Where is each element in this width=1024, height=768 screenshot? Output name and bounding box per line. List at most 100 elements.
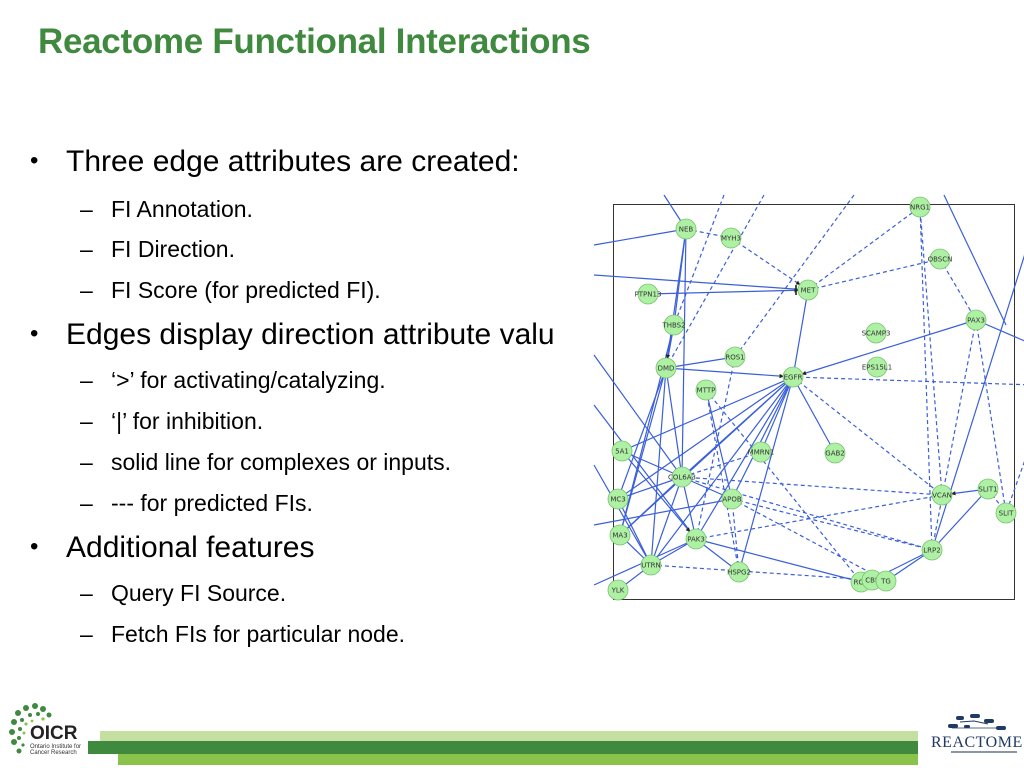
offscreen-edge[interactable] [665,194,765,369]
node-circle[interactable] [909,196,931,218]
edge-ptpn13-met[interactable] [647,289,809,295]
node-circle[interactable] [965,309,987,331]
edge-col6a-l5a1[interactable] [621,450,683,478]
node-circle[interactable] [663,314,685,336]
node-circle[interactable] [995,502,1017,524]
node-circle[interactable] [750,441,772,463]
node-ros1a[interactable]: ROS1 [724,346,746,368]
node-lrp2[interactable]: LRP2 [921,539,943,561]
node-circle[interactable] [977,478,999,500]
edge-egfr-pak3[interactable] [695,376,794,540]
node-hspg2[interactable]: HSPG2 [727,561,751,583]
predicted-edge-apob-lrp2[interactable] [731,498,933,551]
edge-egfr-l5a1[interactable] [621,376,794,452]
node-circle[interactable] [607,488,629,510]
node-gab2[interactable]: GAB2 [824,442,846,464]
node-mc3[interactable]: MC3 [607,488,629,510]
node-circle[interactable] [611,440,633,462]
offscreen-edge[interactable] [593,404,697,540]
node-slit1[interactable]: SLIT1 [977,478,999,500]
offscreen-edge[interactable] [792,376,1024,386]
node-met[interactable]: MET [797,279,819,301]
node-obscn[interactable]: OBSCN [928,248,953,270]
node-l5a1[interactable]: 5A1 [611,440,633,462]
node-circle[interactable] [721,488,743,510]
edge-egfr-utrn[interactable] [650,376,794,566]
node-circle[interactable] [921,539,943,561]
node-circle[interactable] [640,554,662,576]
node-circle[interactable] [865,322,887,344]
edge-egfr-gab2[interactable] [792,376,836,454]
edge-mttp-apob[interactable] [705,389,733,500]
node-ma3[interactable]: MA3 [609,524,631,546]
offscreen-edge[interactable] [734,194,855,358]
node-nrg1[interactable]: NRG1 [909,196,931,218]
predicted-edge-met-obscn[interactable] [807,258,941,291]
node-circle[interactable] [824,442,846,464]
predicted-edge-pax3-slit[interactable] [975,319,1007,514]
node-circle[interactable] [695,379,717,401]
node-circle[interactable] [675,218,697,240]
node-col6a[interactable]: COL6A3 [668,466,696,488]
node-pak3[interactable]: PAK3 [685,528,707,550]
predicted-edge-met-nrg1[interactable] [807,206,921,291]
offscreen-edge[interactable] [943,194,1007,326]
edge-l5a1-pak3[interactable] [621,450,697,540]
node-slit[interactable]: SLIT [995,502,1017,524]
node-circle[interactable] [671,466,693,488]
edge-col6a-mc3[interactable] [617,476,683,500]
offscreen-edge[interactable] [975,319,1024,345]
edge-col6a-utrn[interactable] [650,476,683,566]
offscreen-edge[interactable] [673,194,725,326]
edge-egfr-mc3[interactable] [617,376,794,500]
edge-ros1a-dmd[interactable] [665,356,736,369]
node-circle[interactable] [929,248,951,270]
offscreen-edge[interactable] [593,228,687,246]
edge-dmd-egfr[interactable] [665,367,794,378]
node-circle[interactable] [637,283,659,305]
node-mmrn1[interactable]: MMRN1 [748,441,775,463]
node-myh3[interactable]: MYH3 [720,227,742,249]
offscreen-edge[interactable] [593,498,733,526]
node-circle[interactable] [720,227,742,249]
predicted-edge-col6a-vcan[interactable] [681,476,943,496]
edge-neb-col6a[interactable] [681,228,687,478]
node-ylk[interactable]: YLK [607,579,629,601]
node-circle[interactable] [728,561,750,583]
offscreen-edge[interactable] [593,464,652,566]
edge-pak3-ros1b[interactable] [695,538,862,583]
predicted-edge-vcan-nrg1[interactable] [919,206,943,496]
node-ptpn13[interactable]: PTPN13 [635,283,662,305]
node-eps15l1[interactable]: EPS15L1 [862,356,892,378]
predicted-edge-egfr-vcan[interactable] [792,376,943,496]
edge-dmd-utrn[interactable] [650,367,667,566]
node-circle[interactable] [655,357,677,379]
node-circle[interactable] [797,279,819,301]
node-circle[interactable] [931,484,953,506]
node-circle[interactable] [866,356,888,378]
edge-dmd-mc3[interactable] [617,367,667,500]
predicted-edge-apob-tg[interactable] [731,498,887,582]
edge-mc3-utrn[interactable] [617,498,652,566]
predicted-edge-ros1a-pak3[interactable] [695,356,736,540]
node-scamp3[interactable]: SCAMP3 [862,322,891,344]
node-dmd[interactable]: DMD [655,357,677,379]
node-circle[interactable] [685,528,707,550]
edge-neb-dmd[interactable] [665,228,687,369]
node-thbs2[interactable]: THBS2 [661,314,686,336]
edge-egfr-met[interactable] [792,289,809,378]
node-pax3[interactable]: PAX3 [965,309,987,331]
predicted-edge-hspg2-mttp[interactable] [705,389,740,573]
node-circle[interactable] [875,570,897,592]
node-circle[interactable] [609,524,631,546]
offscreen-edge[interactable] [593,354,683,478]
edge-col6a-pak3[interactable] [681,476,697,540]
node-tg[interactable]: TG [875,570,897,592]
predicted-edge-lrp2-nrg1[interactable] [919,206,933,551]
node-circle[interactable] [782,366,804,388]
edge-egfr-apob[interactable] [731,376,794,500]
predicted-edge-myh3-met[interactable] [730,237,809,291]
node-utrn[interactable]: UTRN [640,554,662,576]
